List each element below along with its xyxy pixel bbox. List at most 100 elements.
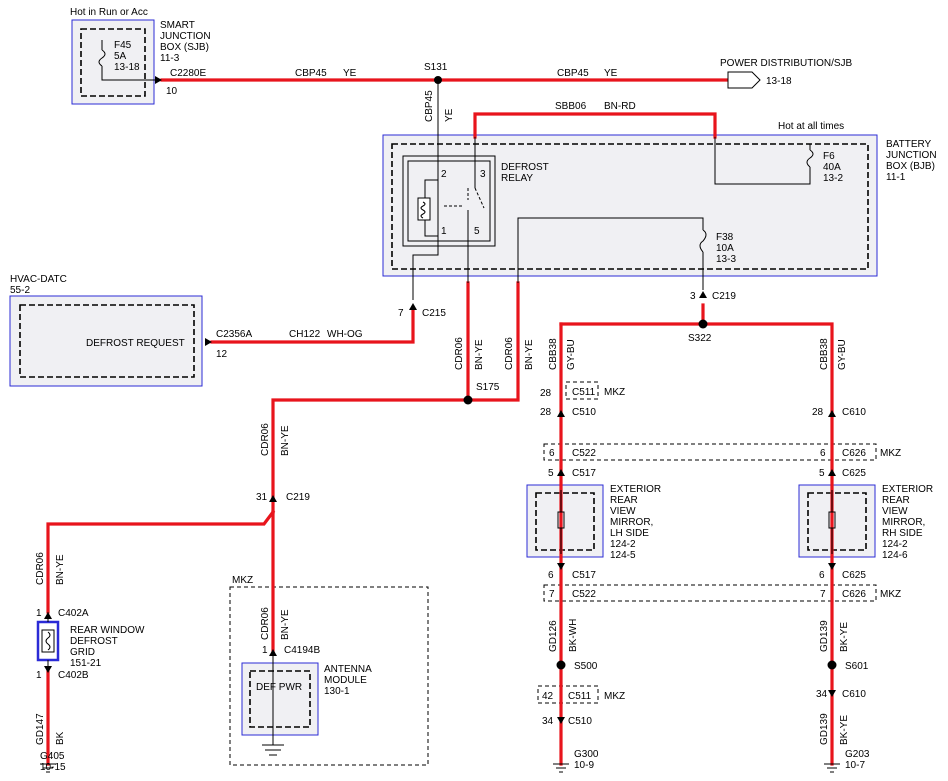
relay-pin-2: 2 <box>441 169 447 180</box>
c625-lower-pin: 6 <box>819 570 825 581</box>
gd147-label: GD147 <box>35 713 46 745</box>
bn-rd-label: BN-RD <box>604 101 636 112</box>
mkz-label-4: MKZ <box>604 691 625 702</box>
ye-vertical: YE <box>444 108 455 122</box>
antenna-module-box <box>241 662 319 736</box>
f6-name: F6 <box>823 151 835 162</box>
c402b-pin: 1 <box>36 670 42 681</box>
ye-right: YE <box>604 68 618 79</box>
f45-fuse-icon <box>98 49 106 67</box>
mirror-lh-2: REAR <box>610 495 638 506</box>
bjb-name-2: JUNCTION <box>886 150 937 161</box>
hot-at-all-times: Hot at all times <box>778 121 844 132</box>
f6-fuse-icon <box>806 149 814 168</box>
mirror-rh-2: REAR <box>882 495 910 506</box>
c626-lower-label: C626 <box>842 589 866 600</box>
rear-window-defrost-1: REAR WINDOW <box>70 625 145 636</box>
c625-lower-label: C625 <box>842 570 866 581</box>
mkz-label-2: MKZ <box>880 448 901 459</box>
c625-pin: 5 <box>819 468 825 479</box>
sbb06-label: SBB06 <box>555 101 587 112</box>
c2280e-pin: 10 <box>166 86 178 97</box>
cdr06-relay: CDR06 <box>454 337 465 370</box>
ye-left: YE <box>343 68 357 79</box>
g405-ref: 10-15 <box>40 762 66 773</box>
c215-pin: 7 <box>398 308 404 319</box>
c2356a-label: C2356A <box>216 329 252 340</box>
mirror-rh-1: EXTERIOR <box>882 484 933 495</box>
f38-fuse-icon <box>699 229 707 253</box>
mkz-label-3: MKZ <box>880 589 901 600</box>
hvac-datc-box <box>9 295 203 387</box>
cbp45-left: CBP45 <box>295 68 327 79</box>
mirror-rh-3: VIEW <box>882 506 908 517</box>
bk-label: BK <box>55 731 66 745</box>
mirror-rh-box <box>798 484 876 558</box>
bn-ye-relay: BN-YE <box>474 339 485 370</box>
mirror-rh-6: 124-2 <box>882 539 908 550</box>
c215-label: C215 <box>422 308 446 319</box>
c219-top-pin: 3 <box>690 291 696 302</box>
f6-ref: 13-2 <box>823 173 843 184</box>
bn-ye-bjb: BN-YE <box>524 339 535 370</box>
bk-wh-label: BK-WH <box>568 619 579 652</box>
g300-label: G300 <box>574 749 599 760</box>
bk-ye-lower: BK-YE <box>839 715 850 745</box>
c511-top-label: C511 <box>572 387 596 398</box>
ch122-label: CH122 <box>289 329 321 340</box>
relay-pin-5: 5 <box>474 226 480 237</box>
c517-lower-pin: 6 <box>548 570 554 581</box>
gd126-label: GD126 <box>548 620 559 652</box>
c610-lower-pin: 34 <box>816 689 828 700</box>
f38-amps: 10A <box>716 243 734 254</box>
wh-og-label: WH-OG <box>327 329 363 340</box>
c522-c626-band <box>543 443 877 461</box>
rear-window-defrost-2: DEFROST <box>70 636 118 647</box>
mirror-rh-4: MIRROR, <box>882 517 925 528</box>
antenna-module-1: ANTENNA <box>324 664 372 675</box>
antenna-module-3: 130-1 <box>324 686 350 697</box>
c402a-pin: 1 <box>36 608 42 619</box>
g203-ref: 10-7 <box>845 760 865 771</box>
mirror-lh-1: EXTERIOR <box>610 484 661 495</box>
defrost-relay-label-1: DEFROST <box>501 162 549 173</box>
bn-ye-antenna: BN-YE <box>280 609 291 640</box>
power-distribution-ref: 13-18 <box>766 76 792 87</box>
c610-lower-label: C610 <box>842 689 866 700</box>
s601-label: S601 <box>845 661 869 672</box>
mirror-rh-7: 124-6 <box>882 550 908 561</box>
bjb-ref: 11-1 <box>886 172 906 183</box>
c219-top-label: C219 <box>712 291 736 302</box>
defrost-relay-label-2: RELAY <box>501 173 533 184</box>
cbb38-left: CBB38 <box>548 338 559 370</box>
bn-ye-mid: BN-YE <box>280 425 291 456</box>
sjb-box <box>71 19 155 105</box>
defrost-request-label: DEFROST REQUEST <box>86 338 185 349</box>
gd139-upper: GD139 <box>819 620 830 652</box>
c610-label: C610 <box>842 407 866 418</box>
c626-label: C626 <box>842 448 866 459</box>
mkz-label-5: MKZ <box>232 575 253 586</box>
gy-bu-right: GY-BU <box>837 339 848 370</box>
power-distribution-arrow-icon <box>727 71 761 89</box>
power-distribution-label: POWER DISTRIBUTION/SJB <box>720 58 853 69</box>
c219-31-label: C219 <box>286 492 310 503</box>
mirror-lh-5: LH SIDE <box>610 528 649 539</box>
bk-ye-upper: BK-YE <box>839 622 850 652</box>
c402b-label: C402B <box>58 670 89 681</box>
c610-pin: 28 <box>812 407 824 418</box>
ground-symbols <box>40 763 840 773</box>
mirror-rh-heater-icon <box>828 511 836 529</box>
sjb-name-3: BOX (SJB) <box>160 42 209 53</box>
connector-arrows <box>44 76 836 724</box>
grid-heater-icon <box>41 629 55 653</box>
sjb-hot-label: Hot in Run or Acc <box>70 7 148 18</box>
f45-ref: 13-18 <box>114 62 140 73</box>
rear-window-defrost-3: GRID <box>70 647 95 658</box>
hvac-name: HVAC-DATC <box>10 274 67 285</box>
f38-ref: 13-3 <box>716 254 736 265</box>
sjb-ref: 11-3 <box>160 53 180 64</box>
s500-label: S500 <box>574 661 598 672</box>
relay-coil-icon <box>417 197 431 221</box>
